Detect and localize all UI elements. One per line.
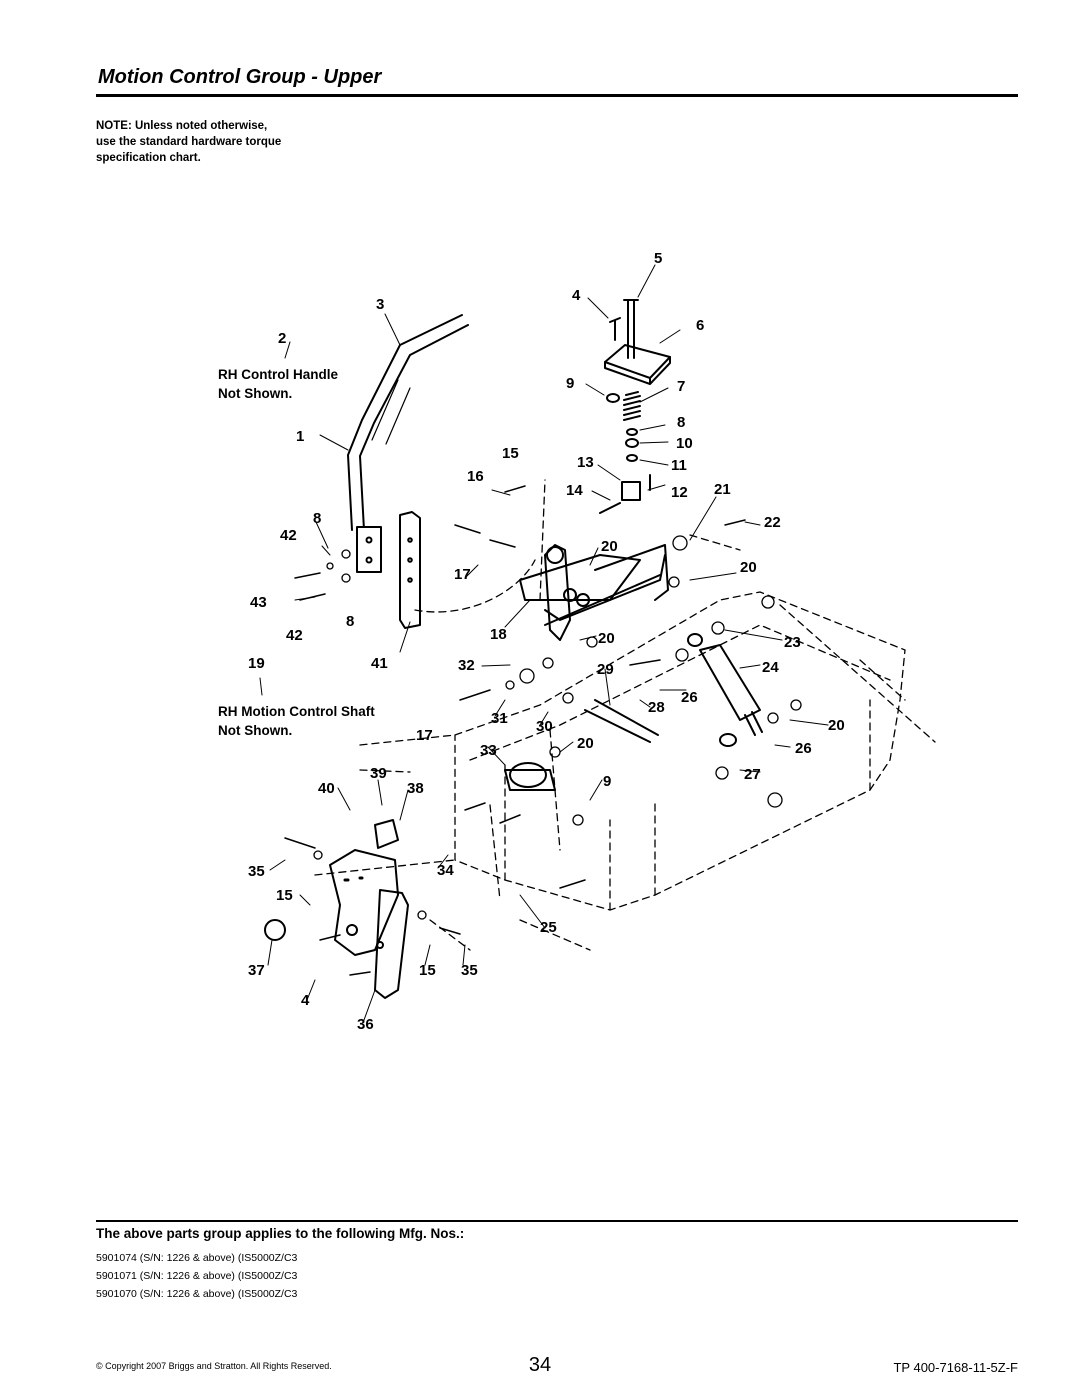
note-line-3: specification chart. bbox=[96, 152, 201, 164]
callout-8c: 8 bbox=[346, 613, 354, 630]
page-number: 34 bbox=[528, 1354, 552, 1376]
vertical-bracket bbox=[399, 511, 421, 629]
callout-6: 6 bbox=[696, 317, 704, 334]
callout-20b: 20 bbox=[740, 559, 757, 576]
callout-4: 4 bbox=[572, 287, 581, 304]
callout-20e: 20 bbox=[577, 735, 594, 752]
callout-15: 15 bbox=[502, 445, 519, 462]
callout-13: 13 bbox=[577, 454, 594, 471]
callout-21: 21 bbox=[714, 481, 731, 498]
title-rule bbox=[96, 94, 1018, 97]
note-line-1: NOTE: Unless noted otherwise, bbox=[96, 120, 268, 132]
callout-36: 36 bbox=[357, 1016, 374, 1033]
pivot-knob bbox=[374, 762, 556, 849]
pivot-arm-assembly bbox=[519, 544, 669, 641]
callout-26: 26 bbox=[681, 689, 698, 706]
callout-37: 37 bbox=[248, 962, 265, 979]
callout-41: 41 bbox=[371, 655, 388, 672]
mfg-heading: The above parts group applies to the fol… bbox=[96, 1226, 465, 1241]
callout-15b: 15 bbox=[276, 887, 293, 904]
rh-shaft-label-1: RH Motion Control Shaft bbox=[218, 704, 375, 719]
callout-39: 39 bbox=[370, 765, 387, 782]
callout-35: 35 bbox=[248, 863, 265, 880]
leader-lines bbox=[259, 264, 829, 1021]
callout-3: 3 bbox=[376, 296, 384, 313]
callout-20d: 20 bbox=[828, 717, 845, 734]
callout-24: 24 bbox=[762, 659, 779, 676]
rh-shaft-label-2: Not Shown. bbox=[218, 723, 292, 738]
rh-handle-label-2: Not Shown. bbox=[218, 386, 292, 401]
callout-9: 9 bbox=[566, 375, 574, 392]
callout-35b: 35 bbox=[461, 962, 478, 979]
mount-plate-assembly bbox=[599, 299, 671, 514]
note-line-2: use the standard hardware torque bbox=[96, 136, 282, 148]
page-title: Motion Control Group - Upper bbox=[98, 66, 382, 88]
callout-1: 1 bbox=[296, 428, 304, 445]
control-handle bbox=[347, 314, 469, 573]
mfg-list: 5901074 (S/N: 1226 & above) (IS5000Z/C3 … bbox=[96, 1249, 297, 1303]
callout-43: 43 bbox=[250, 594, 267, 611]
callout-42b: 42 bbox=[286, 627, 303, 644]
callout-30: 30 bbox=[536, 718, 553, 735]
mfg-rule bbox=[96, 1220, 1018, 1222]
callout-25: 25 bbox=[540, 919, 557, 936]
callout-33: 33 bbox=[480, 742, 497, 759]
callout-11: 11 bbox=[671, 457, 687, 474]
callout-28: 28 bbox=[648, 699, 665, 716]
cross-shaft bbox=[584, 699, 659, 743]
callout-20: 20 bbox=[601, 538, 618, 555]
callout-18: 18 bbox=[490, 626, 507, 643]
callout-29: 29 bbox=[597, 661, 614, 678]
callout-22: 22 bbox=[764, 514, 781, 531]
callout-19: 19 bbox=[248, 655, 265, 672]
callout-numbers: 5 4 3 6 2 9 7 8 10 1 15 13 11 16 14 12 2… bbox=[248, 250, 845, 1033]
callout-40: 40 bbox=[318, 780, 335, 797]
torque-note: NOTE: Unless noted otherwise, use the st… bbox=[96, 118, 356, 166]
callout-2: 2 bbox=[278, 330, 286, 347]
callout-38: 38 bbox=[407, 780, 424, 797]
callout-26b: 26 bbox=[795, 740, 812, 757]
callout-5: 5 bbox=[654, 250, 662, 267]
bolts bbox=[284, 485, 746, 976]
callout-9b: 9 bbox=[603, 773, 611, 790]
callout-17b: 17 bbox=[416, 727, 433, 744]
lever-plate bbox=[264, 849, 409, 999]
callout-4b: 4 bbox=[301, 992, 310, 1009]
callout-32: 32 bbox=[458, 657, 475, 674]
callout-17: 17 bbox=[454, 566, 471, 583]
callout-8b: 8 bbox=[313, 510, 321, 527]
damper-assembly bbox=[687, 633, 763, 747]
mfg-item: 5901074 (S/N: 1226 & above) (IS5000Z/C3 bbox=[96, 1252, 298, 1264]
mfg-item: 5901070 (S/N: 1226 & above) (IS5000Z/C3 bbox=[96, 1288, 298, 1300]
callout-15c: 15 bbox=[419, 962, 436, 979]
callout-42: 42 bbox=[280, 527, 297, 544]
callout-31: 31 bbox=[491, 710, 508, 727]
copyright-notice: © Copyright 2007 Briggs and Stratton. Al… bbox=[96, 1361, 332, 1371]
callout-34: 34 bbox=[437, 862, 454, 879]
callout-7: 7 bbox=[677, 378, 685, 395]
callout-27: 27 bbox=[744, 766, 761, 783]
washers-nuts bbox=[313, 535, 802, 920]
callout-20c: 20 bbox=[598, 630, 615, 647]
document-number: TP 400-7168-11-5Z-F bbox=[893, 1360, 1018, 1375]
frame-outline bbox=[314, 479, 936, 951]
rh-handle-label-1: RH Control Handle bbox=[218, 367, 338, 382]
callout-8: 8 bbox=[677, 414, 685, 431]
callout-16: 16 bbox=[467, 468, 484, 485]
callout-12: 12 bbox=[671, 484, 688, 501]
diagram-labels: RH Control Handle Not Shown. RH Motion C… bbox=[218, 367, 375, 738]
callout-23: 23 bbox=[784, 634, 801, 651]
mfg-item: 5901071 (S/N: 1226 & above) (IS5000Z/C3 bbox=[96, 1270, 298, 1282]
callout-14: 14 bbox=[566, 482, 583, 499]
callout-10: 10 bbox=[676, 435, 693, 452]
